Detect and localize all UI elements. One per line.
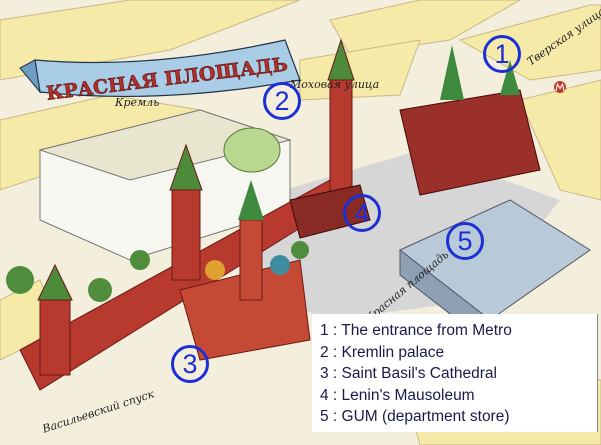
marker-3-saint-basils[interactable]: 3	[171, 345, 209, 383]
legend-item: 4 : Lenin's Mausoleum	[320, 386, 475, 404]
legend-item: 1 : The entrance from Metro	[320, 322, 512, 339]
street-label-kremlin: Кремль	[115, 96, 160, 109]
marker-5-gum[interactable]: 5	[446, 222, 484, 260]
metro-icon	[554, 81, 566, 93]
legend-item: 3 : Saint Basil's Cathedral	[320, 365, 497, 382]
historical-museum	[399, 45, 541, 196]
marker-1-metro-entrance[interactable]: 1	[483, 35, 521, 73]
legend-item: 5 : GUM (department store)	[320, 408, 510, 425]
marker-4-lenins-mausoleum[interactable]: 4	[343, 194, 381, 232]
kremlin-palace	[38, 109, 292, 261]
marker-2-kremlin-palace[interactable]: 2	[263, 82, 301, 120]
kremlin-towers	[37, 38, 355, 376]
saint-basils-cathedral	[179, 180, 311, 361]
street-label-mokhovaya: Моховая улица	[290, 78, 380, 91]
map-legend: 1 : The entrance from Metro 2 : Kremlin …	[312, 314, 598, 432]
legend-item: 2 : Kremlin palace	[320, 343, 445, 361]
